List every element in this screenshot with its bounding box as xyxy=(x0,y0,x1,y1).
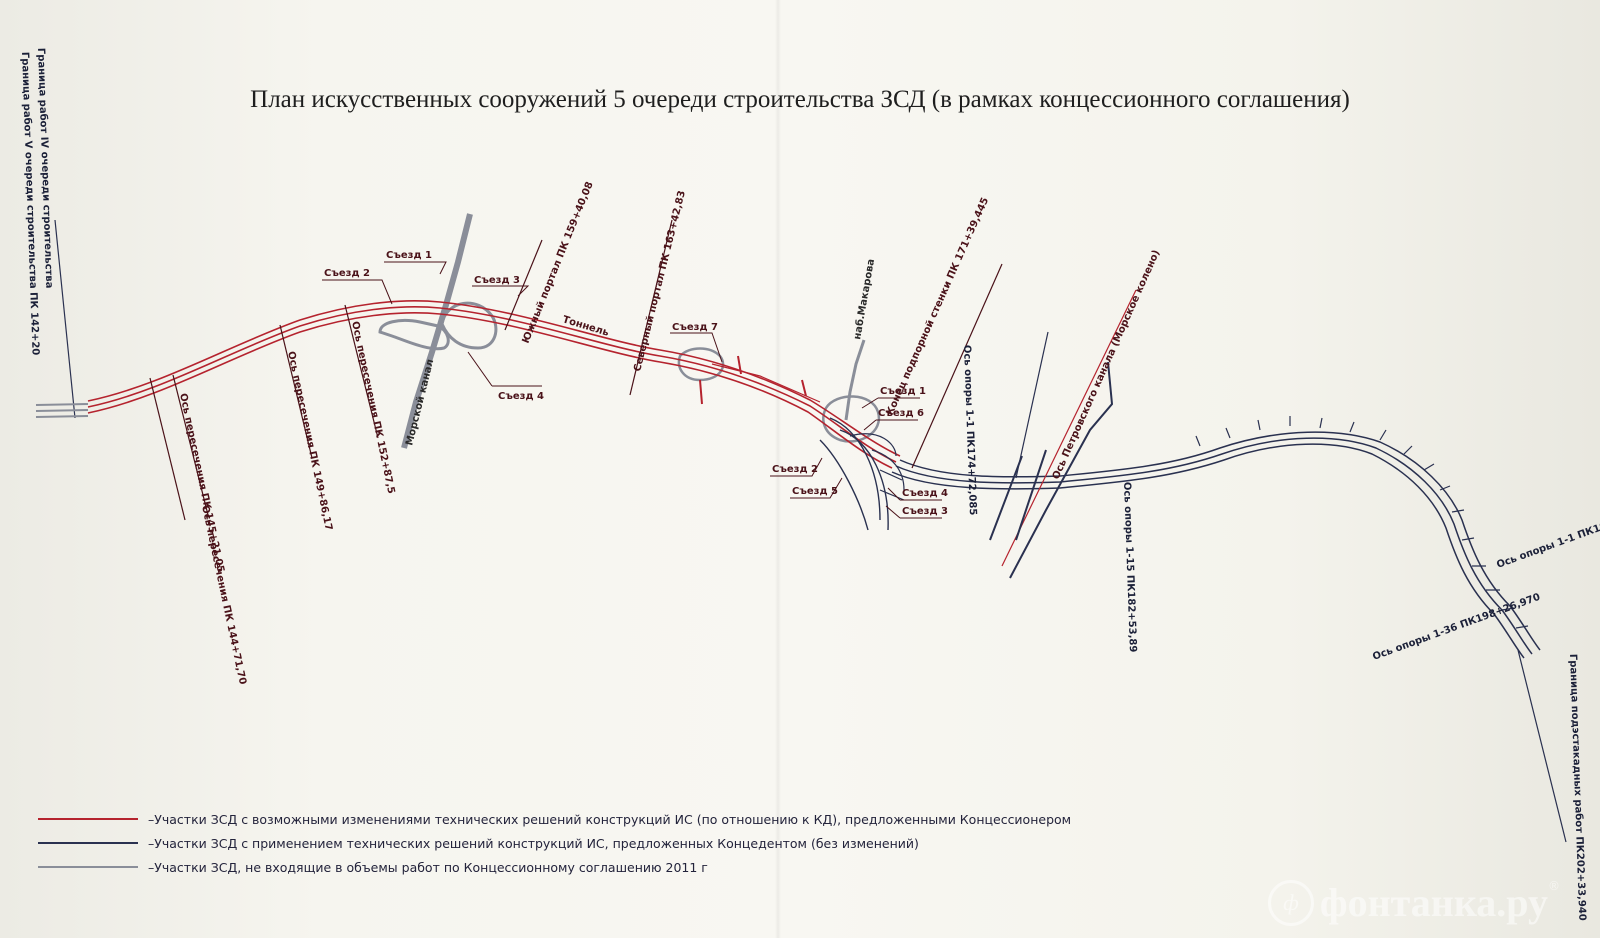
page-title: План искусственных сооружений 5 очереди … xyxy=(250,86,1350,113)
exit-2-label-east: Съезд 2 xyxy=(772,464,818,475)
axis-149-label: Ось пересечения ПК 149+86,17 xyxy=(285,350,334,531)
boundary-line-right xyxy=(1517,649,1567,843)
registered-mark: ® xyxy=(1548,879,1560,893)
support-1-label: Ось опоры 1-1 ПК174+72,085 xyxy=(961,345,978,516)
tunnel-label: Тоннель xyxy=(561,314,610,339)
exit-4-label-east: Съезд 4 xyxy=(902,488,948,499)
exit-6-label-east: Съезд 6 xyxy=(878,408,924,419)
legend-swatch-excluded xyxy=(38,866,138,868)
canal-label: Морской канал xyxy=(404,358,436,447)
boundary-label-right: Граница подэстакадных работ ПК202+33,940 xyxy=(1567,654,1588,921)
cross-axes xyxy=(149,219,1137,579)
petrovsky-canal-label: Ось Петровского канала (Морское колено) xyxy=(1051,248,1163,481)
exit-1-label-east: Съезд 1 xyxy=(880,386,926,397)
exit-4-label-west: Съезд 4 xyxy=(498,391,544,402)
route-modified xyxy=(87,300,901,469)
legend-swatch-modified xyxy=(38,818,138,820)
exit-3-label-west: Съезд 3 xyxy=(474,275,520,286)
legend-item-unchanged: –Участки ЗСД с применением технических р… xyxy=(38,831,1071,855)
support-36-label: Ось опоры 1-36 ПК198+26,970 xyxy=(1371,592,1542,663)
wall-end-label: Конец подпорной стенки ПК 171+39,445 xyxy=(885,196,992,417)
support-15-label: Ось опоры 1-15 ПК182+53,89 xyxy=(1121,482,1138,653)
north-portal-label: Северный портал ПК 163+42,83 xyxy=(632,190,688,373)
exit-3-label-east: Съезд 3 xyxy=(902,506,948,517)
legend-item-modified: –Участки ЗСД с возможными изменениями те… xyxy=(38,807,1071,831)
legend-text-excluded: –Участки ЗСД, не входящие в объемы работ… xyxy=(148,859,708,875)
paper-fold xyxy=(775,0,781,938)
support-sr-label: Ось опоры 1-1 ПК198+54,145 xyxy=(1495,502,1600,571)
boundary-label-left-top: Граница работ IV очереди строительства xyxy=(35,48,55,289)
exit-7-label: Съезд 7 xyxy=(672,322,718,333)
label-leaders xyxy=(322,261,942,519)
exit-2-label-west: Съезд 2 xyxy=(324,268,370,279)
legend-text-unchanged: –Участки ЗСД с применением технических р… xyxy=(148,835,919,851)
excluded-sections xyxy=(35,213,881,449)
watermark: ф фонтанка.ру ® xyxy=(1267,879,1560,926)
axis-152-label: Ось пересечения ПК 152+87,5 xyxy=(349,320,396,494)
boundary-line-left xyxy=(54,219,76,419)
legend-swatch-unchanged xyxy=(38,842,138,844)
route-unchanged xyxy=(819,416,1541,659)
embankment-label: наб.Макарова xyxy=(851,258,877,341)
brand-logo-icon: ф xyxy=(1267,879,1314,926)
exit-1-label-west: Съезд 1 xyxy=(386,250,432,261)
legend: –Участки ЗСД с возможными изменениями те… xyxy=(38,807,1071,879)
axis-145-label: Ось пересечения ПК 145+21,05 xyxy=(177,392,226,573)
exit-5-label-east: Съезд 5 xyxy=(792,486,838,497)
legend-text-modified: –Участки ЗСД с возможными изменениями те… xyxy=(148,811,1072,827)
brand-name: фонтанка.ру xyxy=(1319,880,1548,925)
legend-item-excluded: –Участки ЗСД, не входящие в объемы работ… xyxy=(38,855,1071,879)
